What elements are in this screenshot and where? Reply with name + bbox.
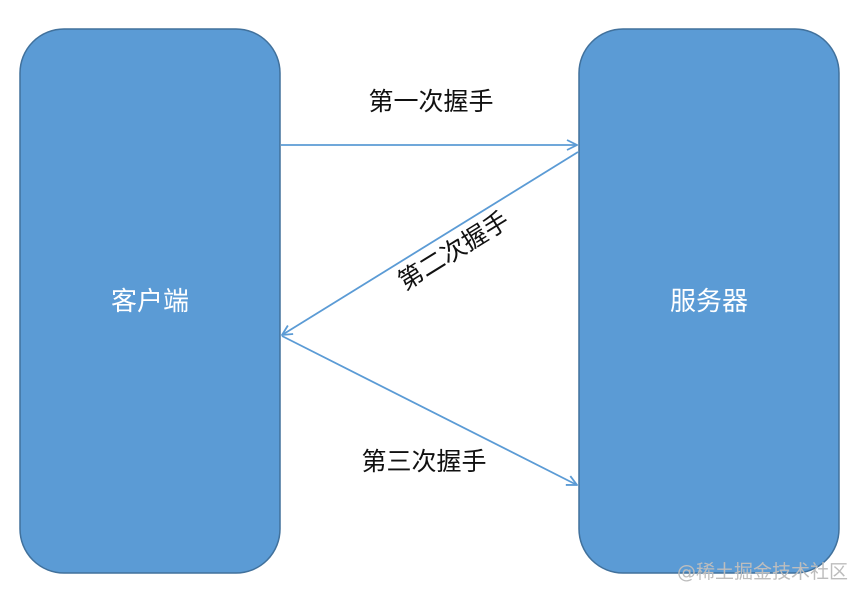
edge-third-handshake: 第三次握手 xyxy=(281,335,577,485)
edge-first-handshake: 第一次握手 xyxy=(281,87,577,145)
third-handshake-label: 第三次握手 xyxy=(361,447,486,476)
server-box xyxy=(578,28,840,574)
second-handshake-arrow xyxy=(282,151,579,335)
server-node: 服务器 xyxy=(578,28,840,574)
third-handshake-arrow xyxy=(281,335,577,485)
second-handshake-label: 第二次握手 xyxy=(393,206,515,296)
client-label: 客户端 xyxy=(111,287,189,317)
server-label: 服务器 xyxy=(670,287,748,317)
client-box xyxy=(19,28,281,574)
watermark-text: @稀土掘金技术社区 xyxy=(677,561,848,583)
edge-second-handshake: 第二次握手 xyxy=(282,151,579,335)
client-node: 客户端 xyxy=(19,28,281,574)
first-handshake-label: 第一次握手 xyxy=(368,87,493,116)
